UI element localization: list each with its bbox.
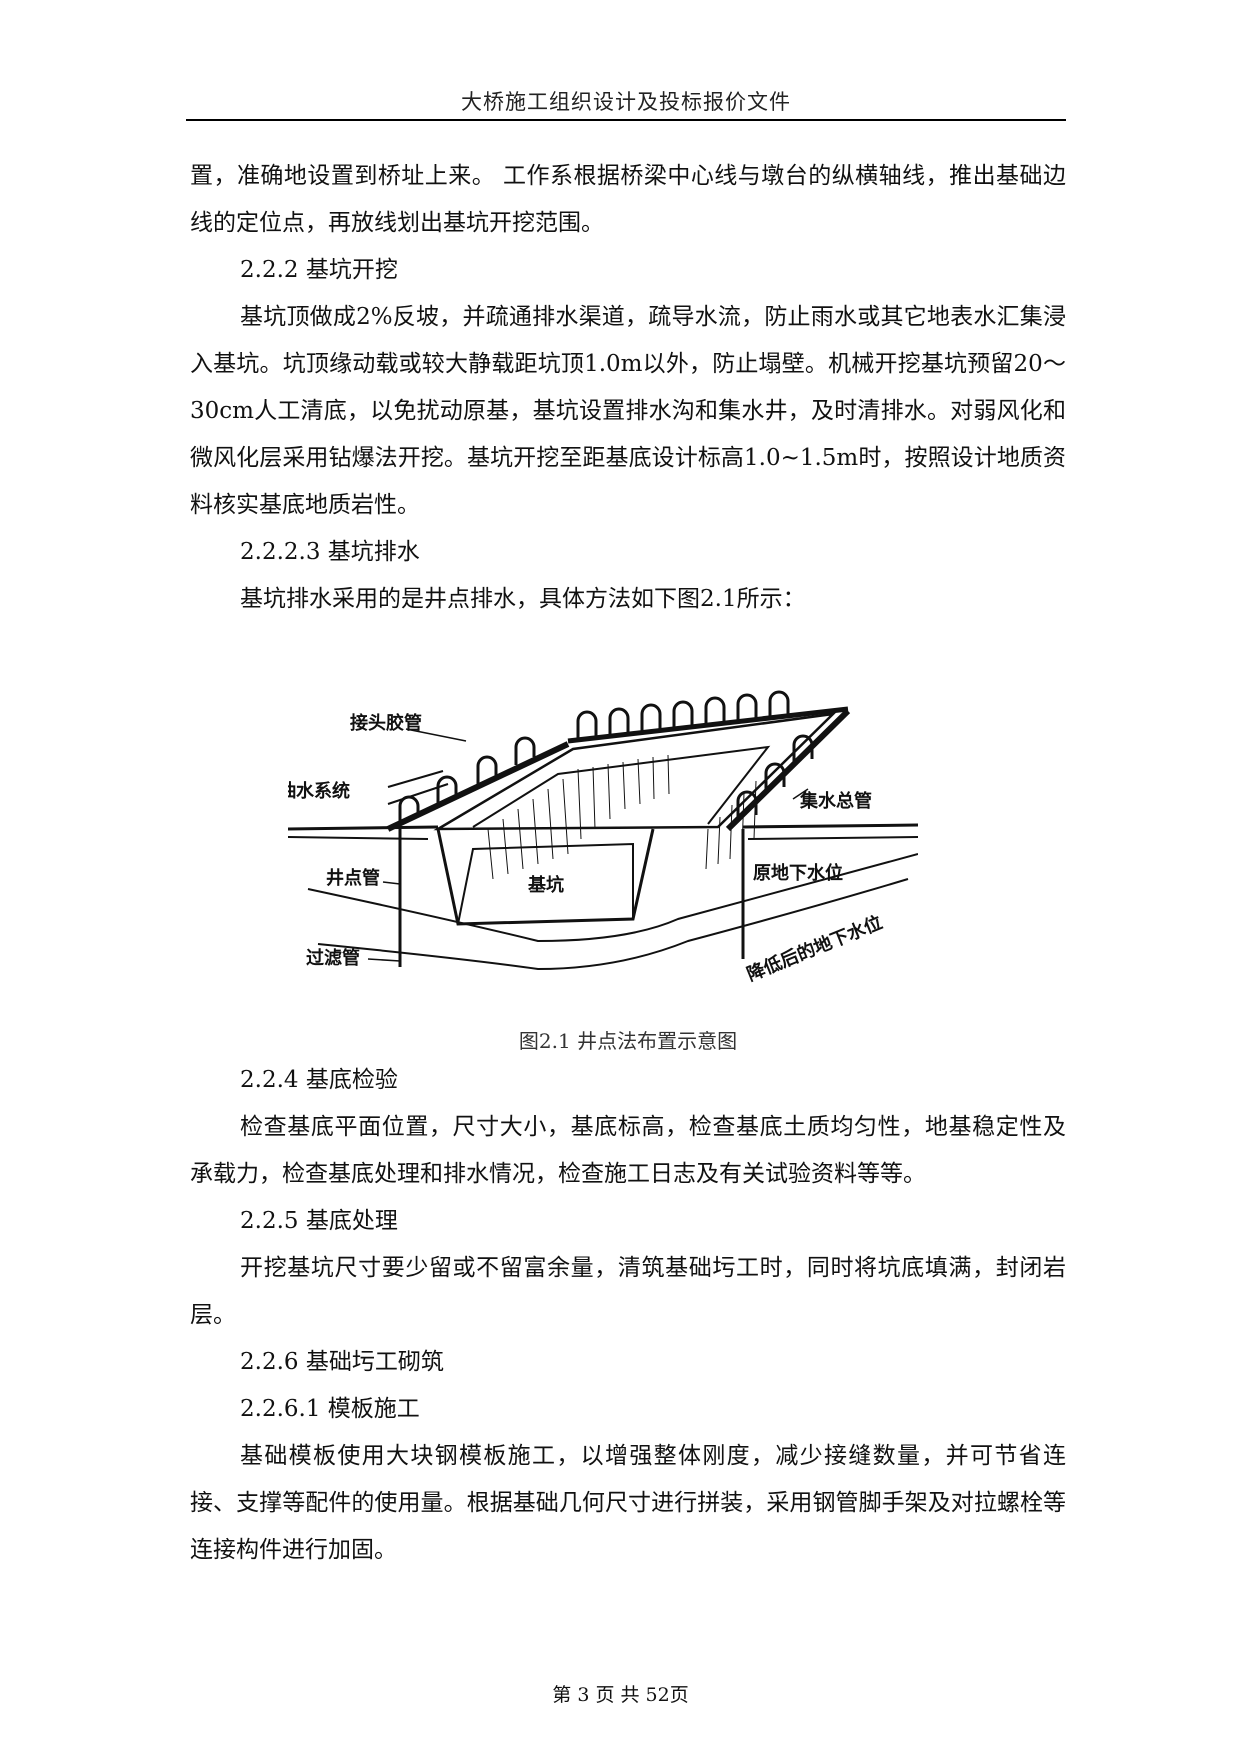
heading-2-2-5: 2.2.5 基底处理	[240, 1208, 398, 1234]
label-lowered-water-level: 降低后的地下水位	[744, 911, 886, 985]
paragraph-1: 置，准确地设置到桥址上来。 工作系根据桥梁中心线与墩台的纵横轴线，推出基础边线的…	[190, 163, 1066, 236]
heading-2-2-6: 2.2.6 基础圬工砌筑	[240, 1349, 444, 1375]
heading-2-2-2: 2.2.2 基坑开挖	[240, 257, 398, 283]
header-pipe-top	[567, 706, 849, 744]
figure-well-point-layout: 接头胶管 抽水系统 集水总管 井点管 基坑 原地下水位 过滤管 降低后的地下水位…	[190, 637, 1066, 1057]
paragraph-6: 基础模板使用大块钢模板施工，以增强整体刚度，减少接缝数量，并可节省连接、支撑等配…	[190, 1443, 1066, 1563]
joint-hoses-top	[576, 690, 790, 739]
leader-well-pipe	[382, 881, 401, 885]
body-content: 置，准确地设置到桥址上来。 工作系根据桥梁中心线与墩台的纵横轴线，推出基础边线的…	[190, 153, 1066, 1574]
leader-filter-pipe	[367, 958, 401, 962]
original-water-level	[307, 853, 918, 943]
header-pipe-left	[386, 741, 570, 832]
leader-header-pipe	[792, 788, 809, 800]
heading-2-2-6-1: 2.2.6.1 模板施工	[240, 1396, 420, 1422]
pit-inner	[472, 745, 771, 828]
header-rule	[186, 119, 1066, 121]
heading-2-2-2-3: 2.2.2.3 基坑排水	[240, 539, 420, 565]
pit-hatching-right	[705, 780, 757, 870]
paragraph-4: 检查基底平面位置，尺寸大小，基底标高，检查基底土质均匀性，地基稳定性及承载力，检…	[190, 1114, 1066, 1187]
pit-floor	[457, 842, 634, 925]
label-joint-hose: 接头胶管	[350, 712, 422, 734]
ground-line-right-2	[747, 836, 918, 840]
pit-section	[436, 828, 655, 926]
ground-line-left-2	[288, 836, 429, 840]
heading-2-2-4: 2.2.4 基底检验	[240, 1067, 398, 1093]
label-well-point-pipe: 井点管	[326, 867, 380, 889]
label-pit: 基坑	[527, 874, 564, 896]
pit-hatching	[487, 754, 670, 880]
page-header: 大桥施工组织设计及投标报价文件	[461, 90, 791, 114]
header-pipe-right	[725, 708, 851, 832]
pumping-pipe	[387, 770, 449, 805]
lowered-water-level	[317, 878, 909, 971]
ground-line-right	[742, 823, 918, 829]
label-header-pipe: 集水总管	[799, 790, 872, 812]
paragraph-5: 开挖基坑尺寸要少留或不留富余量，清筑基础圬工时，同时将坑底填满，封闭岩层。	[190, 1255, 1066, 1328]
paragraph-2: 基坑顶做成2%反坡，并疏通排水渠道，疏导水流，防止雨水或其它地表水汇集浸入基坑。…	[190, 304, 1066, 518]
label-filter-pipe: 过滤管	[306, 947, 360, 969]
figure-caption: 图2.1 井点法布置示意图	[518, 1029, 738, 1053]
ground-line-left	[288, 825, 439, 831]
label-original-water-level: 原地下水位	[753, 862, 843, 884]
leader-joint-hose	[405, 728, 467, 742]
paragraph-3: 基坑排水采用的是井点排水，具体方法如下图2.1所示：	[240, 586, 806, 612]
well-point-diagram: 接头胶管 抽水系统 集水总管 井点管 基坑 原地下水位 过滤管 降低后的地下水位	[288, 690, 918, 986]
pit-rim	[433, 712, 837, 831]
page-footer: 第 3 页 共 52页	[552, 1684, 689, 1706]
label-pumping-system: 抽水系统	[288, 780, 350, 802]
joint-hoses-right	[736, 734, 814, 819]
